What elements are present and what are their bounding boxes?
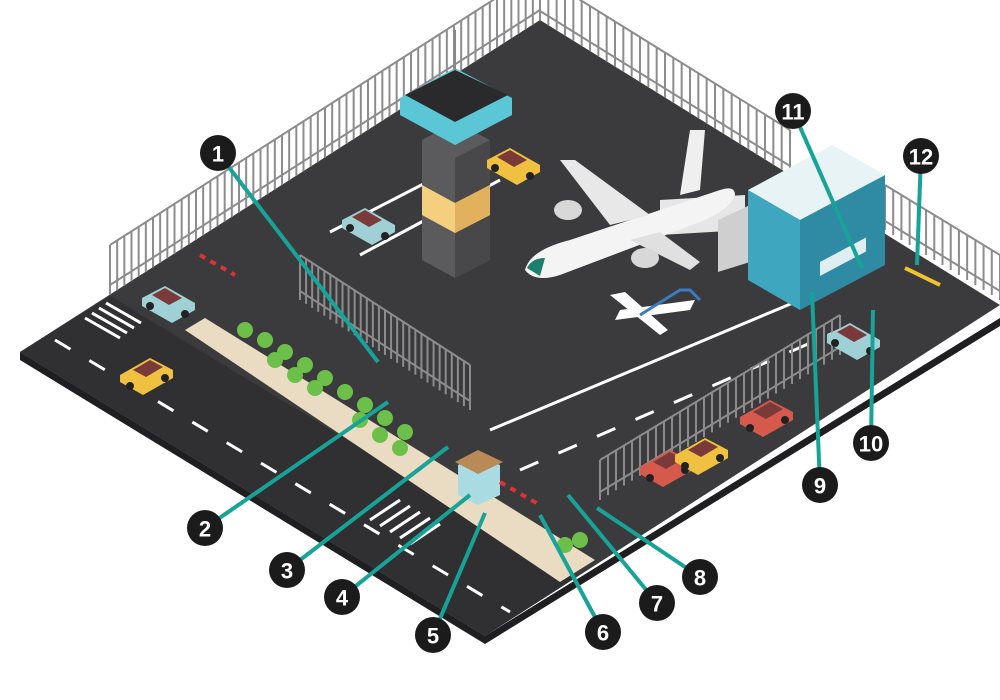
control-tower [400,30,512,278]
callout-badge [903,138,939,174]
tree-icon [557,537,573,553]
car [675,438,728,475]
leader-line [538,514,605,633]
callout-3: 3 [269,445,450,588]
leader-line [566,493,659,605]
callout-number: 11 [781,100,804,125]
tree-row [237,322,588,553]
callout-number: 3 [281,559,293,584]
leader-line [791,110,864,269]
crosswalk-left [84,301,142,340]
parked-cars [120,148,880,487]
callout-badge [200,135,236,171]
tree-icon [317,370,333,386]
airliner [525,130,735,279]
callout-number: 8 [694,566,706,591]
callout-badge [585,614,621,650]
car [142,286,195,323]
leader-line [285,445,450,572]
sidewalk [185,318,595,582]
tree-icon [287,367,303,383]
car [487,148,540,185]
tree-icon [297,357,313,373]
callout-9: 9 [802,291,838,503]
tree-icon [357,397,373,413]
guard-booth [455,450,503,505]
leader-line [810,291,822,486]
callout-2: 2 [187,400,390,546]
callout-number: 10 [859,432,883,457]
tree-icon [267,352,283,368]
callout-number: 4 [336,586,349,611]
callout-11: 11 [775,93,864,269]
car [740,400,793,437]
callout-number: 5 [427,624,439,649]
callout-number: 6 [597,621,609,646]
tree-icon [337,384,353,400]
callout-5: 5 [415,512,487,653]
callout-number: 7 [651,592,663,617]
barrier-gates [199,253,941,507]
callout-badge [775,93,811,129]
callout-12: 12 [903,138,939,266]
leader-line [216,151,380,364]
callout-badge [269,552,305,588]
callout-badge [639,585,675,621]
perimeter-fence [109,0,1000,500]
tree-icon [397,424,413,440]
tree-icon [372,427,388,443]
callout-8: 8 [595,506,718,595]
leader-line [203,400,390,530]
leader-line [869,309,875,444]
callout-7: 7 [566,493,675,621]
leader-line [915,155,923,266]
tree-icon [237,322,253,338]
callout-badge [187,510,223,546]
tree-icon [257,332,273,348]
car [120,358,173,395]
tree-icon [392,440,408,456]
tree-icon [307,380,323,396]
callout-4: 4 [324,493,472,615]
callout-badge [853,425,889,461]
callout-badge [324,579,360,615]
callout-6: 6 [538,514,621,650]
callout-10: 10 [853,309,889,461]
car [342,208,395,245]
tree-icon [572,532,588,548]
leader-line [340,493,472,599]
callout-badge [415,617,451,653]
callout-number: 1 [212,142,224,167]
callout-number: 9 [814,474,826,499]
callout-badge [802,467,838,503]
leader-line [595,506,702,579]
callout-badge [682,559,718,595]
callout-number: 2 [199,517,211,542]
small-plane [610,288,702,335]
callout-number: 12 [909,145,933,170]
tree-icon [377,410,393,426]
leader-line [431,512,487,636]
callout-1: 1 [200,135,380,364]
